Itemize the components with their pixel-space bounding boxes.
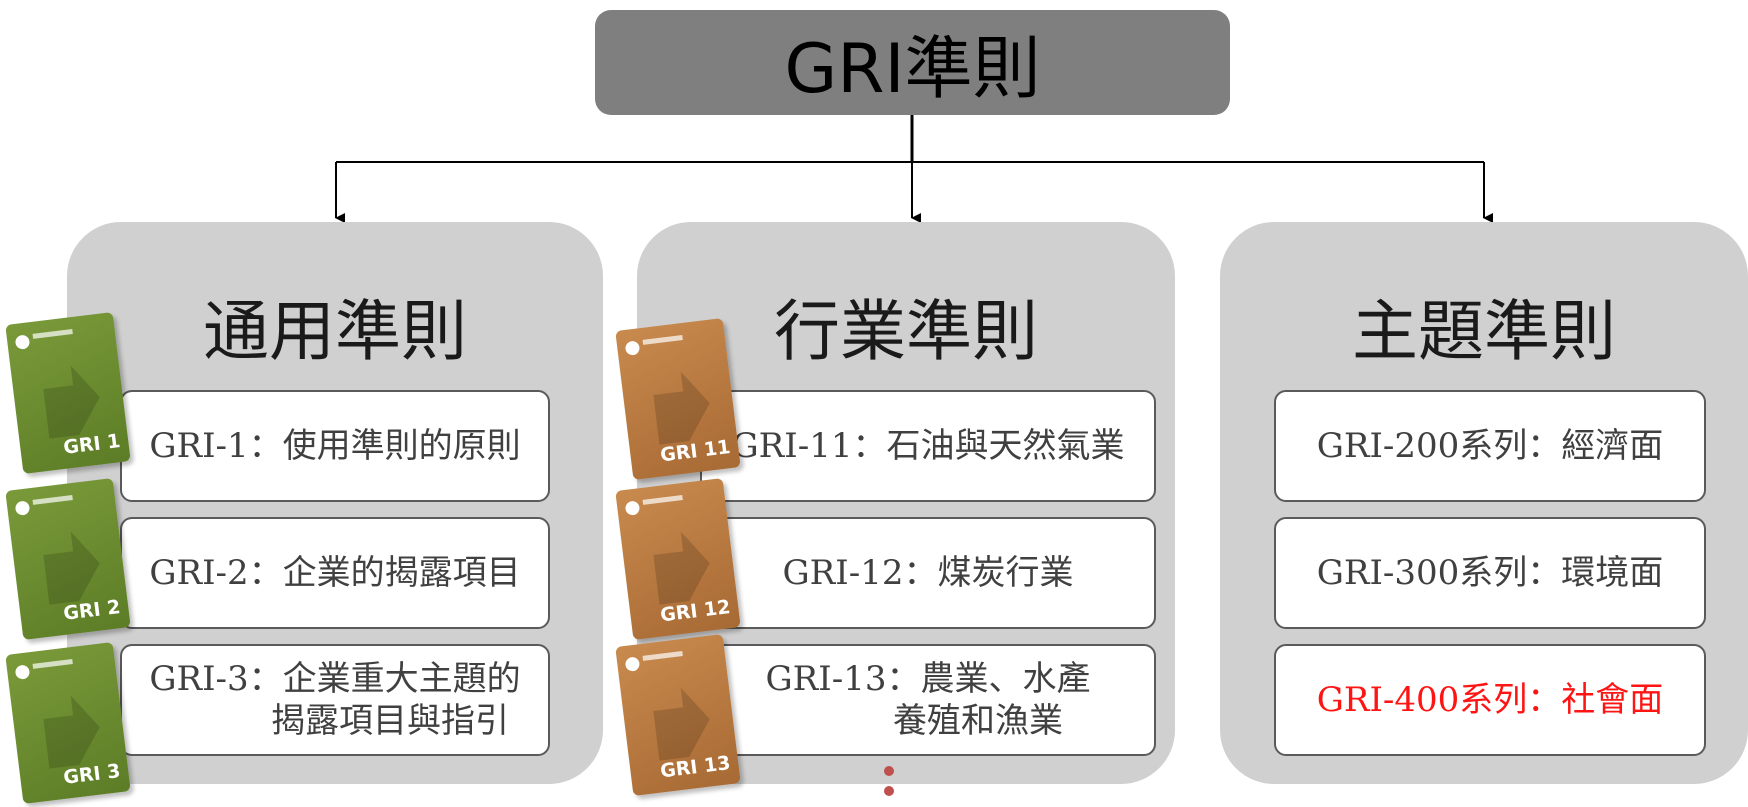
sector-item-gri12: GRI-12：煤炭行業 — [700, 517, 1156, 629]
topic-item-gri200: GRI-200系列：經濟面 — [1274, 390, 1706, 502]
book-gri3-icon: GRI 3 — [5, 641, 131, 805]
item-text: 環境面 — [1561, 552, 1664, 593]
item-text: 農業、水產 — [920, 658, 1091, 699]
item-text: 企業重大主題的 — [282, 658, 521, 699]
book-gri11-icon: GRI 11 — [615, 317, 741, 481]
general-item-gri3: GRI-3：企業重大主題的 揭露項目與指引 — [120, 644, 550, 756]
sector-item-gri11: GRI-11：石油與天然氣業 — [700, 390, 1156, 502]
item-sep: ： — [248, 552, 283, 593]
panel-topic-title: 主題準則 — [1352, 293, 1616, 370]
book-gri13-icon: GRI 13 — [615, 633, 741, 797]
panel-general-title: 通用準則 — [203, 293, 467, 370]
topic-item-gri300: GRI-300系列：環境面 — [1274, 517, 1706, 629]
item-sep: ： — [1527, 552, 1562, 593]
item-sep: ： — [1527, 425, 1562, 466]
item-code: GRI-2 — [149, 552, 249, 593]
item-text-line2: 揭露項目與指引 — [271, 701, 509, 741]
item-code: GRI-3 — [149, 658, 249, 699]
sector-item-gri13: GRI-13：農業、水產 養殖和漁業 — [700, 644, 1156, 756]
item-code: GRI-1 — [149, 425, 249, 466]
item-text: 石油與天然氣業 — [886, 425, 1125, 466]
book-gri12-icon: GRI 12 — [615, 477, 741, 641]
item-sep: ： — [1527, 679, 1562, 720]
item-text: 企業的揭露項目 — [282, 552, 521, 593]
root-node: GRI準則 — [595, 10, 1230, 115]
item-text: 煤炭行業 — [937, 552, 1074, 593]
item-code: GRI-12 — [782, 552, 904, 593]
book-gri1-icon: GRI 1 — [5, 311, 131, 475]
item-sep: ： — [852, 425, 887, 466]
item-text: 社會面 — [1561, 679, 1664, 720]
book-gri2-icon: GRI 2 — [5, 477, 131, 641]
panel-sector-title: 行業準則 — [774, 293, 1038, 370]
item-sep: ： — [886, 658, 921, 699]
item-text-line2: 養殖和漁業 — [892, 701, 1063, 741]
item-code: GRI-11 — [731, 425, 853, 466]
item-sep: ： — [903, 552, 938, 593]
item-code: GRI-13 — [765, 658, 887, 699]
general-item-gri2: GRI-2：企業的揭露項目 — [120, 517, 550, 629]
item-code: GRI-300系列 — [1316, 552, 1528, 593]
root-title: GRI準則 — [784, 30, 1041, 109]
item-code: GRI-400系列 — [1316, 679, 1528, 720]
item-text: 使用準則的原則 — [282, 425, 521, 466]
ellipsis-dot — [884, 766, 894, 776]
item-code: GRI-200系列 — [1316, 425, 1528, 466]
item-text: 經濟面 — [1561, 425, 1664, 466]
ellipsis-dot — [884, 786, 894, 796]
topic-item-gri400: GRI-400系列：社會面 — [1274, 644, 1706, 756]
item-sep: ： — [248, 425, 283, 466]
general-item-gri1: GRI-1：使用準則的原則 — [120, 390, 550, 502]
item-sep: ： — [248, 658, 283, 699]
